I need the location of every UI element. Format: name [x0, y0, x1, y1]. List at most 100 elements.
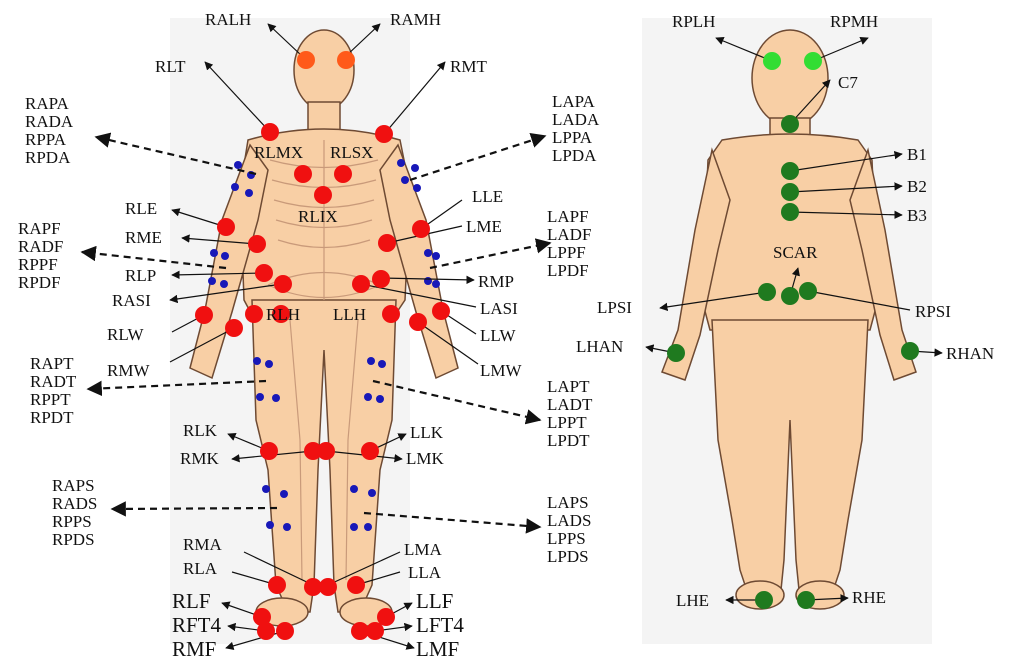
group-right-shank: RAPS RADS RPPS RPDS: [52, 476, 97, 549]
label-rpmh: RPMH: [830, 12, 878, 31]
svg-text:LPPA: LPPA: [552, 128, 593, 147]
label-lhan: LHAN: [576, 337, 623, 356]
label-lmk: LMK: [406, 449, 445, 468]
svg-text:RPPS: RPPS: [52, 512, 92, 531]
label-lme: LME: [466, 217, 502, 236]
svg-text:LPDF: LPDF: [547, 261, 589, 280]
label-lhe: LHE: [676, 591, 709, 610]
marker-rle: [217, 218, 235, 236]
label-lmf: LMF: [416, 637, 459, 659]
label-b1: B1: [907, 145, 927, 164]
marker-lla: [347, 576, 365, 594]
marker-lhe: [755, 591, 773, 609]
label-rlix: RLIX: [298, 207, 338, 226]
label-lpsi: LPSI: [597, 298, 632, 317]
group-right-thigh: RAPT RADT RPPT RPDT: [30, 354, 77, 427]
svg-text:RPDA: RPDA: [25, 148, 71, 167]
label-c7: C7: [838, 73, 858, 92]
label-rmt: RMT: [450, 57, 487, 76]
marker-lmk: [317, 442, 335, 460]
marker-lmf: [351, 622, 369, 640]
label-rlsx: RLSX: [330, 143, 373, 162]
svg-text:RPDT: RPDT: [30, 408, 74, 427]
marker-rlix: [314, 186, 332, 204]
marker-rlh: [245, 305, 263, 323]
marker-lle: [412, 220, 430, 238]
svg-text:LAPA: LAPA: [552, 92, 596, 111]
marker-rlk: [260, 442, 278, 460]
marker-lhan: [667, 344, 685, 362]
marker-rft4: [257, 622, 275, 640]
svg-text:RPDS: RPDS: [52, 530, 95, 549]
label-llw: LLW: [480, 326, 517, 345]
label-lmw: LMW: [480, 361, 523, 380]
group-left-upper-arm: LAPA LADA LPPA LPDA: [552, 92, 600, 165]
marker-rlt: [261, 123, 279, 141]
svg-text:LADA: LADA: [552, 110, 600, 129]
marker-rpmh: [804, 52, 822, 70]
marker-rlmx: [294, 165, 312, 183]
label-rlf: RLF: [172, 589, 211, 613]
label-llf: LLF: [416, 589, 453, 613]
svg-text:RAPS: RAPS: [52, 476, 95, 495]
label-rhe: RHE: [852, 588, 886, 607]
svg-text:LPPT: LPPT: [547, 413, 587, 432]
marker-rplh: [763, 52, 781, 70]
marker-rlw: [195, 306, 213, 324]
label-rme: RME: [125, 228, 162, 247]
label-rlk: RLK: [183, 421, 218, 440]
group-left-forearm: LAPF LADF LPPF LPDF: [547, 207, 591, 280]
svg-text:LPDT: LPDT: [547, 431, 590, 450]
label-rasi: RASI: [112, 291, 151, 310]
marker-rasi: [274, 275, 292, 293]
svg-text:LAPS: LAPS: [547, 493, 589, 512]
label-llk: LLK: [410, 423, 444, 442]
label-b2: B2: [907, 177, 927, 196]
svg-text:LAPT: LAPT: [547, 377, 590, 396]
svg-text:LADF: LADF: [547, 225, 591, 244]
label-rft4: RFT4: [172, 613, 222, 637]
svg-text:LAPF: LAPF: [547, 207, 589, 226]
label-rpsi: RPSI: [915, 302, 951, 321]
marker-rmt: [375, 125, 393, 143]
svg-text:RADS: RADS: [52, 494, 97, 513]
label-rla: RLA: [183, 559, 218, 578]
group-right-forearm: RAPF RADF RPPF RPDF: [18, 219, 63, 292]
svg-text:RADA: RADA: [25, 112, 74, 131]
label-rplh: RPLH: [672, 12, 715, 31]
svg-text:RAPA: RAPA: [25, 94, 70, 113]
marker-b2: [781, 183, 799, 201]
svg-text:RPPF: RPPF: [18, 255, 58, 274]
marker-rmf: [276, 622, 294, 640]
label-rmk: RMK: [180, 449, 219, 468]
label-ralh: RALH: [205, 10, 251, 29]
marker-lmw: [409, 313, 427, 331]
label-llh: LLH: [333, 305, 366, 324]
svg-text:LPDS: LPDS: [547, 547, 589, 566]
svg-text:LPPS: LPPS: [547, 529, 586, 548]
label-lasi: LASI: [480, 299, 518, 318]
label-ramh: RAMH: [390, 10, 441, 29]
label-rlh: RLH: [266, 305, 300, 324]
label-rmw: RMW: [107, 361, 150, 380]
marker-rla: [268, 576, 286, 594]
label-rlp: RLP: [125, 266, 156, 285]
marker-llf: [377, 608, 395, 626]
marker-rpsi: [799, 282, 817, 300]
marker-b1: [781, 162, 799, 180]
marker-llk: [361, 442, 379, 460]
back-figure-panel: RPLH RPMH C7 B1 B2 B3 SCAR LPSI RPSI LHA…: [576, 12, 994, 644]
label-rhan: RHAN: [946, 344, 994, 363]
svg-text:RADT: RADT: [30, 372, 77, 391]
label-rle: RLE: [125, 199, 157, 218]
marker-rhan: [901, 342, 919, 360]
group-left-shank: LAPS LADS LPPS LPDS: [547, 493, 591, 566]
group-left-thigh: LAPT LADT LPPT LPDT: [547, 377, 593, 450]
marker-c7: [781, 115, 799, 133]
marker-llh: [382, 305, 400, 323]
marker-lasi: [352, 275, 370, 293]
marker-lme: [378, 234, 396, 252]
label-rlmx: RLMX: [254, 143, 303, 162]
label-lft4: LFT4: [416, 613, 464, 637]
marker-lma: [319, 578, 337, 596]
